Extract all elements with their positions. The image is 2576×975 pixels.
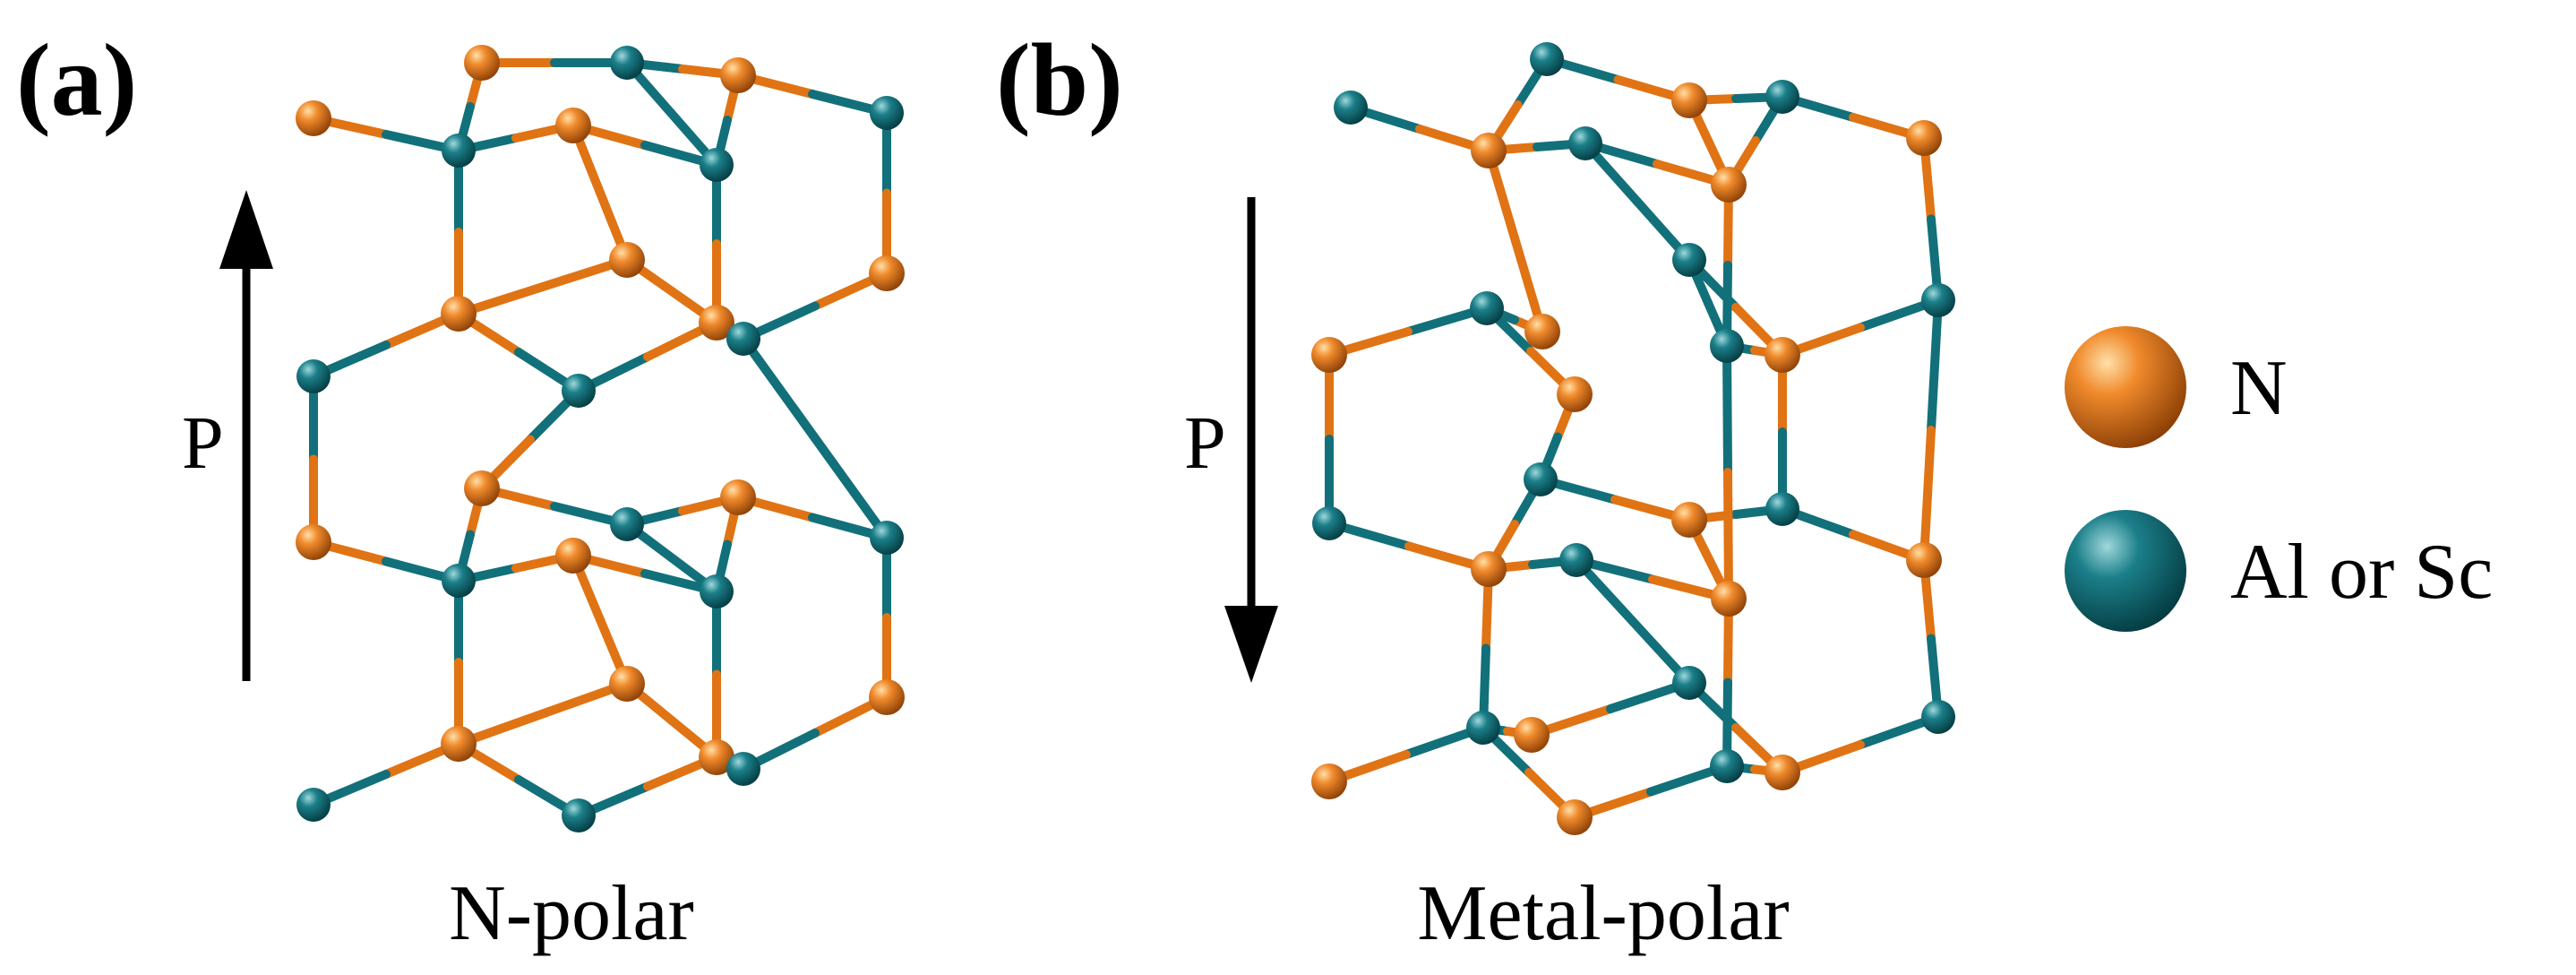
metal-atom: [726, 322, 760, 356]
metal-atom: [1334, 91, 1368, 125]
legend: N Al or Sc: [2065, 326, 2493, 632]
metal-atom: [726, 752, 760, 786]
n-atom: [869, 255, 905, 291]
panel-a-label: (a): [16, 23, 137, 138]
n-atom: [441, 296, 477, 332]
metal-atom: [1765, 492, 1799, 526]
n-atom: [1557, 376, 1593, 412]
metal-atom: [1672, 666, 1706, 700]
bond-segment: [1919, 426, 1936, 565]
panel-b: (b) P Metal-polar: [996, 23, 1955, 957]
legend-label-metal: Al or Sc: [2230, 529, 2493, 616]
n-atom: [1906, 120, 1942, 156]
metal-atom: [562, 374, 596, 408]
polarization-arrow-down: [1224, 197, 1278, 683]
n-atom: [1471, 551, 1507, 587]
metal-atom: [442, 564, 476, 598]
n-atom: [699, 739, 734, 775]
bond-segment: [1927, 296, 1943, 435]
n-atom: [1711, 167, 1747, 203]
n-atom: [609, 242, 645, 278]
n-atom: [555, 108, 591, 143]
metal-atom: [1710, 749, 1744, 783]
metal-atom-swatch: [2065, 510, 2186, 632]
metal-atom: [562, 798, 596, 833]
n-atom: [1711, 581, 1747, 617]
bond-segment: [739, 334, 820, 443]
metal-atom: [1530, 42, 1564, 76]
panel-b-label: (b): [996, 23, 1123, 138]
n-atom: [720, 479, 756, 515]
n-atom: [869, 679, 905, 715]
metal-atom: [1710, 329, 1744, 363]
bond-segment: [1722, 341, 1732, 477]
metal-atom: [1921, 283, 1955, 317]
n-atom: [1671, 82, 1707, 118]
metal-atom: [442, 134, 476, 168]
metal-atom: [1672, 243, 1706, 277]
metal-atom: [1524, 462, 1558, 496]
n-atom-swatch: [2065, 326, 2186, 448]
legend-item-metal: Al or Sc: [2065, 510, 2493, 632]
polarization-arrow-up: [219, 190, 273, 681]
metal-atom: [296, 359, 331, 393]
n-atom: [296, 100, 331, 136]
n-atom: [464, 470, 500, 506]
metal-atom: [700, 148, 734, 182]
n-atom: [555, 538, 591, 574]
metal-atom: [870, 521, 904, 555]
legend-label-n: N: [2230, 345, 2288, 432]
n-atom: [441, 726, 477, 762]
n-atom: [296, 524, 331, 560]
n-atom: [1471, 133, 1507, 168]
n-atom: [1906, 542, 1942, 578]
bond-segment: [1723, 468, 1733, 603]
n-atom: [1311, 337, 1347, 373]
metal-atom: [870, 96, 904, 130]
metal-atom: [610, 507, 644, 541]
metal-atom: [610, 46, 644, 80]
metal-atom: [1312, 506, 1346, 540]
n-atom: [1514, 717, 1550, 753]
n-atom: [1671, 502, 1707, 538]
metal-atom: [1568, 126, 1602, 160]
n-atom: [464, 45, 500, 81]
metal-polar-structure: [1311, 42, 1955, 835]
n-atom: [720, 57, 756, 93]
n-atom: [1765, 337, 1800, 373]
n-atom: [699, 305, 734, 341]
panel-a: (a) P N-polar: [16, 23, 905, 957]
n-atom: [1311, 764, 1347, 799]
panel-a-polarization-label: P: [182, 401, 224, 485]
panel-a-caption: N-polar: [449, 870, 694, 957]
metal-atom: [1466, 711, 1500, 745]
panel-b-polarization-label: P: [1184, 401, 1226, 485]
panel-b-caption: Metal-polar: [1417, 870, 1789, 957]
bond-segment: [811, 434, 891, 542]
metal-atom: [700, 574, 734, 608]
metal-atom: [1765, 80, 1799, 114]
n-atom: [609, 666, 645, 702]
metal-atom: [1559, 543, 1593, 577]
n-atom: [1524, 314, 1560, 349]
metal-atom: [296, 788, 331, 822]
metal-atom: [1921, 700, 1955, 734]
n-atom: [1557, 799, 1593, 835]
n-atom: [1765, 755, 1800, 790]
metal-atom: [1470, 291, 1504, 325]
n-polar-structure: [296, 45, 905, 833]
legend-item-n: N: [2065, 326, 2288, 448]
